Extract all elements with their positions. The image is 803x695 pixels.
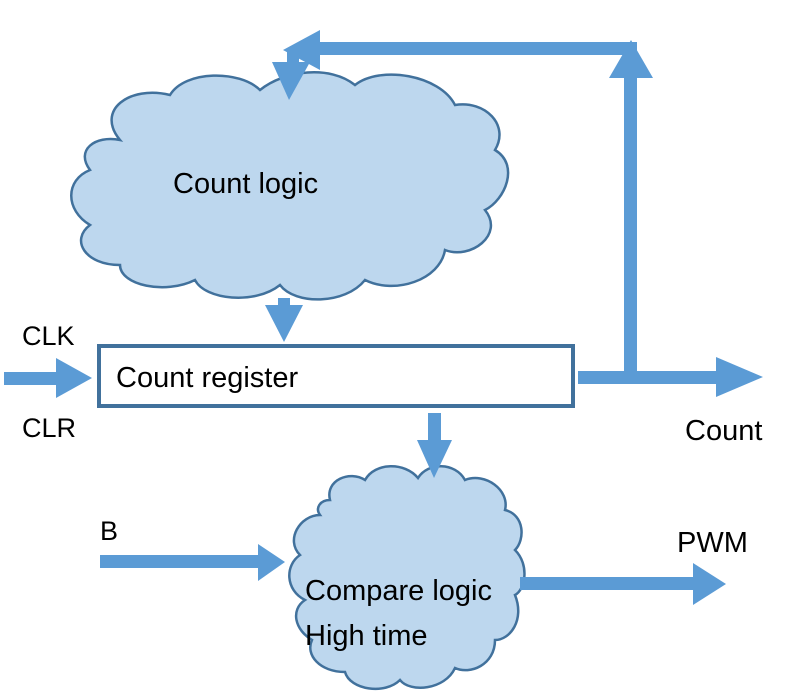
feedback-into-count-logic-arrow xyxy=(272,50,310,100)
feedback-up-arrow xyxy=(609,40,653,376)
pwm-output-arrow xyxy=(520,563,726,605)
count-logic-cloud: Count logic xyxy=(70,71,510,301)
count-label: Count xyxy=(685,415,762,447)
compare-logic-label-line2: High time xyxy=(305,620,428,652)
count-logic-label: Count logic xyxy=(173,168,318,200)
register-to-compare-arrow xyxy=(417,413,452,478)
count-register-box xyxy=(97,344,575,408)
feedback-left-arrow xyxy=(283,30,637,70)
count-logic-to-register-arrow xyxy=(265,298,303,342)
clr-label: CLR xyxy=(22,413,76,443)
b-label: B xyxy=(100,516,118,546)
compare-logic-cloud: Compare logic High time xyxy=(288,465,526,691)
clk-label: CLK xyxy=(22,321,75,351)
count-output-arrow xyxy=(578,357,763,397)
compare-logic-label-line1: Compare logic xyxy=(305,575,492,607)
b-input-arrow xyxy=(100,544,285,581)
count-logic-cloud-shape xyxy=(70,71,510,301)
count-register: Count register xyxy=(97,344,575,408)
count-register-label: Count register xyxy=(116,362,298,394)
clk-input-arrow xyxy=(4,358,92,398)
pwm-label: PWM xyxy=(677,527,748,559)
